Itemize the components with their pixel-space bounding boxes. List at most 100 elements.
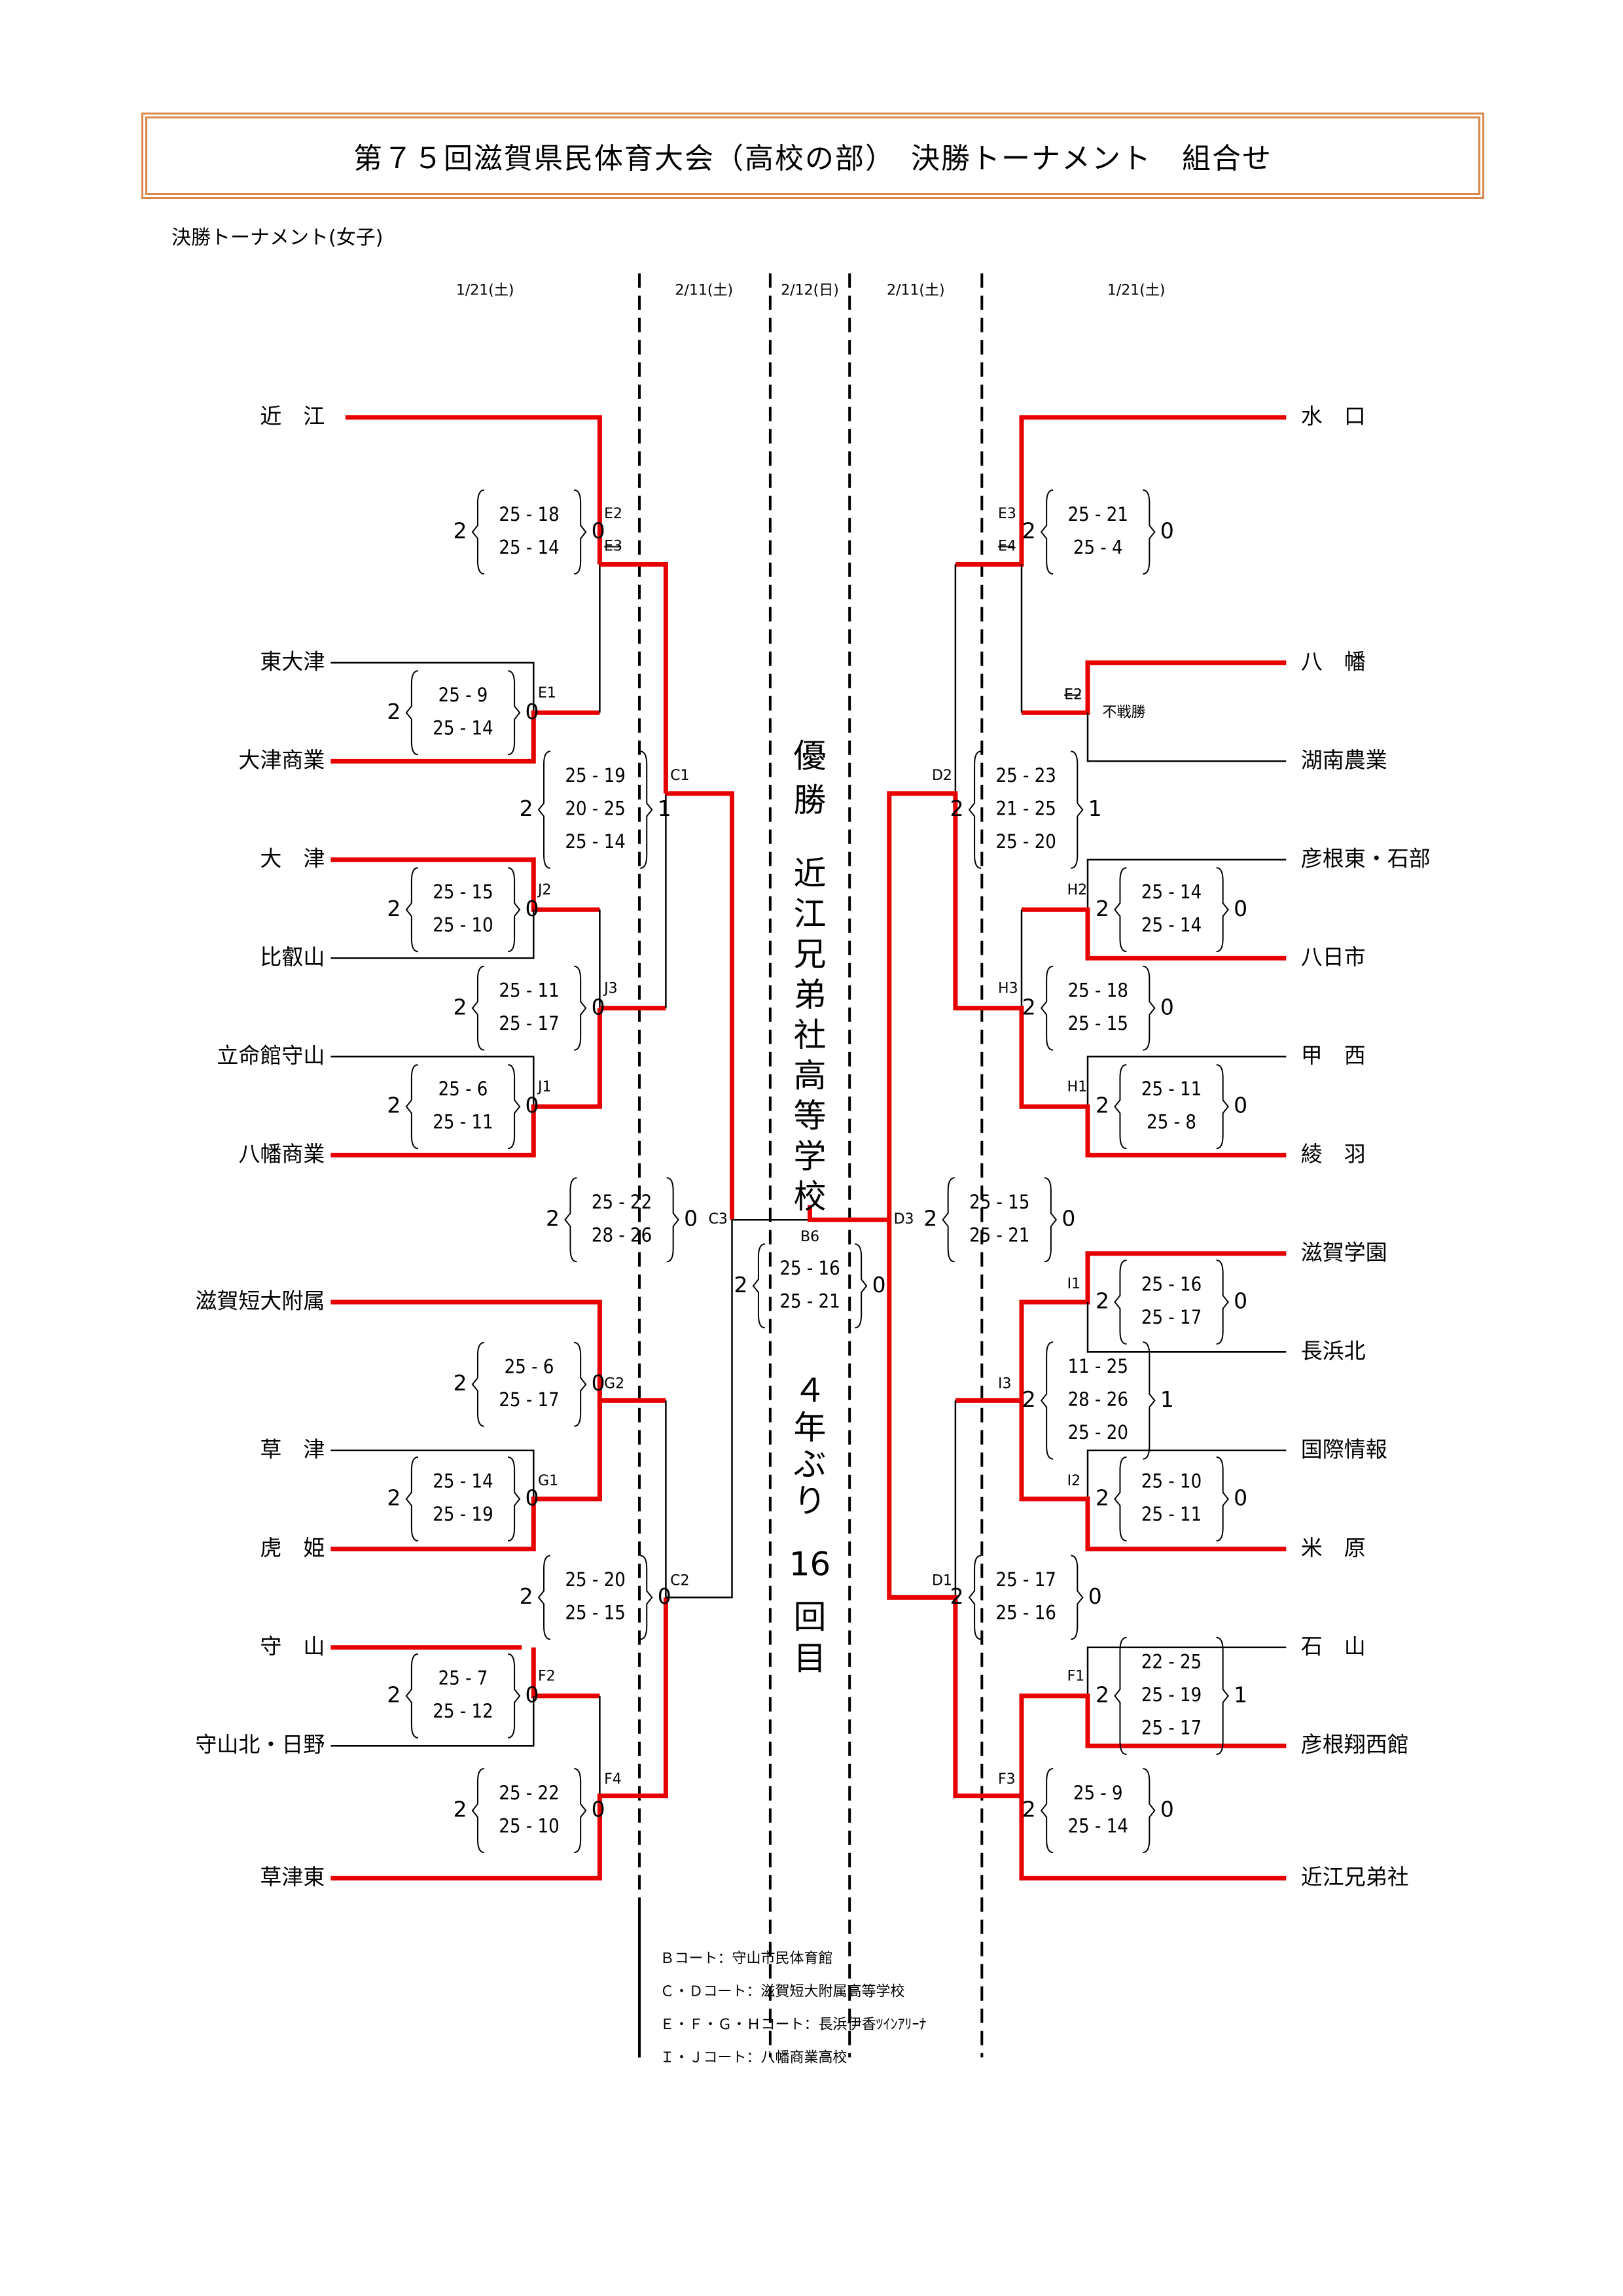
match-code: D1 <box>932 1573 952 1589</box>
brace <box>1143 1768 1156 1854</box>
bracket-line <box>330 1449 535 1499</box>
brace <box>1143 1341 1156 1460</box>
set-score: 22 - 25 <box>1141 1650 1202 1672</box>
team-name-left: 滋賀短大附属 <box>195 1288 325 1313</box>
bracket-line <box>1086 713 1287 762</box>
title-box: 第７５回滋賀県民体育大会（高校の部） 決勝トーナメント 組合せ <box>145 116 1480 195</box>
set-score: 25 - 18 <box>1068 979 1128 1001</box>
match-code: H2 <box>1067 882 1088 898</box>
brace <box>405 1653 418 1739</box>
brace <box>471 1341 485 1427</box>
team-name-left: 守山北・日野 <box>195 1732 325 1757</box>
match-code: J2 <box>537 882 552 898</box>
right-brace-icon <box>855 1243 868 1329</box>
set-score: 25 - 4 <box>1073 536 1123 558</box>
bracket-line <box>1019 1693 1287 1796</box>
team-name-right: 綾 羽 <box>1301 1141 1366 1167</box>
sets-won: 2 <box>950 1583 964 1609</box>
sets-won: 2 <box>1022 994 1036 1019</box>
set-score: 25 - 17 <box>499 1012 559 1034</box>
sets-won: 2 <box>1096 896 1109 921</box>
brace <box>1040 965 1054 1051</box>
sets-won: 2 <box>453 994 467 1019</box>
bracket-line <box>1086 1055 1287 1107</box>
sets-lost: 0 <box>592 1797 605 1822</box>
left-brace-icon <box>1114 1636 1127 1756</box>
court-legend-item: Ｅ・Ｆ・Ｇ・Ｈコート：長浜伊香ﾂｲﾝｱﾘｰﾅ <box>660 2017 926 2033</box>
bracket-line <box>330 1299 666 1403</box>
brace <box>855 1243 868 1329</box>
bracket-line <box>666 791 734 1220</box>
champion-count: 16 <box>789 1545 831 1583</box>
brace <box>968 751 982 869</box>
walkover-label: 不戦勝 <box>1103 704 1146 720</box>
champion-team: 江 <box>794 895 827 933</box>
brace <box>405 670 418 756</box>
sets-won: 2 <box>520 796 533 821</box>
page-title: 第７５回滋賀県民体育大会（高校の部） 決勝トーナメント 組合せ <box>353 142 1272 175</box>
match-code: H3 <box>998 981 1018 997</box>
champion-label: 勝 <box>794 781 827 819</box>
set-score: 25 - 15 <box>1068 1012 1128 1034</box>
set-score: 25 - 6 <box>505 1355 554 1377</box>
bracket-line <box>330 710 600 764</box>
set-score: 25 - 14 <box>1068 1814 1128 1837</box>
sets-won: 2 <box>1096 1682 1109 1707</box>
set-score: 28 - 26 <box>1068 1388 1128 1410</box>
champion-team: 近 <box>794 855 827 892</box>
set-score: 20 - 25 <box>565 798 625 820</box>
set-score: 25 - 11 <box>1141 1503 1202 1525</box>
right-brace-icon <box>507 1653 521 1739</box>
right-brace-icon <box>640 1555 653 1640</box>
team-name-left: 比叡山 <box>260 944 325 970</box>
sets-won: 2 <box>734 1272 747 1298</box>
set-score: 25 - 11 <box>433 1111 493 1133</box>
brace <box>405 1064 418 1150</box>
sets-lost: 0 <box>526 1093 539 1118</box>
set-score: 25 - 21 <box>969 1224 1029 1246</box>
match-code: I3 <box>998 1376 1012 1392</box>
champion-note: 年 <box>794 1409 827 1447</box>
right-brace-icon <box>507 1064 521 1150</box>
set-score: 25 - 21 <box>1068 503 1128 525</box>
bracket-line <box>1086 1449 1287 1499</box>
brace <box>405 1456 418 1542</box>
sets-won: 2 <box>453 1370 467 1396</box>
left-brace-icon <box>1114 1064 1127 1150</box>
left-brace-icon <box>1040 1341 1054 1460</box>
left-brace-icon <box>968 1555 982 1640</box>
brace <box>1071 751 1084 869</box>
sets-won: 2 <box>1022 1797 1036 1822</box>
bracket-line <box>1022 907 1287 961</box>
set-score: 25 - 18 <box>499 503 559 525</box>
bracket-line <box>330 1597 668 1881</box>
match-code: D2 <box>932 768 952 784</box>
brace <box>1040 489 1054 575</box>
sets-lost: 0 <box>526 1682 539 1707</box>
left-brace-icon <box>405 1064 418 1150</box>
left-brace-icon <box>1114 1259 1127 1345</box>
left-brace-icon <box>1040 489 1054 575</box>
set-score: 25 - 11 <box>1141 1078 1202 1100</box>
sets-lost: 0 <box>592 994 605 1019</box>
left-brace-icon <box>471 1341 485 1427</box>
team-name-left: 守 山 <box>260 1633 325 1659</box>
match-code: D3 <box>894 1211 914 1227</box>
sets-won: 2 <box>1096 1093 1109 1118</box>
bracket-line <box>330 662 535 713</box>
sets-lost: 1 <box>658 796 671 821</box>
sets-lost: 0 <box>592 518 605 544</box>
set-score: 21 - 25 <box>996 798 1056 820</box>
sets-won: 2 <box>923 1206 937 1231</box>
team-name-right: 八日市 <box>1301 944 1366 970</box>
right-brace-icon <box>574 489 587 575</box>
brace <box>640 751 653 869</box>
team-name-left: 草津東 <box>260 1864 325 1890</box>
sets-lost: 0 <box>526 1485 539 1510</box>
team-name-left: 大 津 <box>260 845 325 871</box>
set-score: 25 - 11 <box>499 979 559 1001</box>
match-code: E3 <box>998 506 1016 522</box>
sets-won: 2 <box>387 699 401 724</box>
court-legend-item: Ｃ・Ｄコート：滋賀短大附属高等学校 <box>660 1983 904 2000</box>
sets-lost: 1 <box>1088 796 1102 821</box>
